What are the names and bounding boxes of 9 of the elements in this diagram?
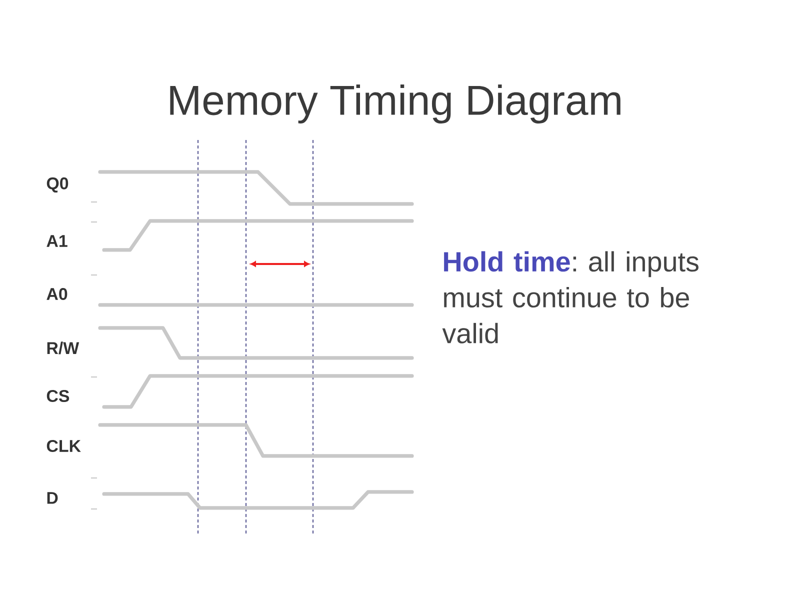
- signal-name: Q0: [46, 177, 68, 193]
- signal-name: R/W: [47, 342, 80, 354]
- note-text: Hold time: all inputs must continue to be valid: [442, 251, 698, 344]
- signal-name: A1: [46, 235, 68, 247]
- signal-name: CLK: [46, 440, 81, 452]
- signal-name: D: [47, 492, 58, 504]
- signal-name: CS: [46, 390, 70, 402]
- signal-name: A0: [46, 288, 68, 300]
- title: Memory Timing Diagram: [170, 84, 620, 124]
